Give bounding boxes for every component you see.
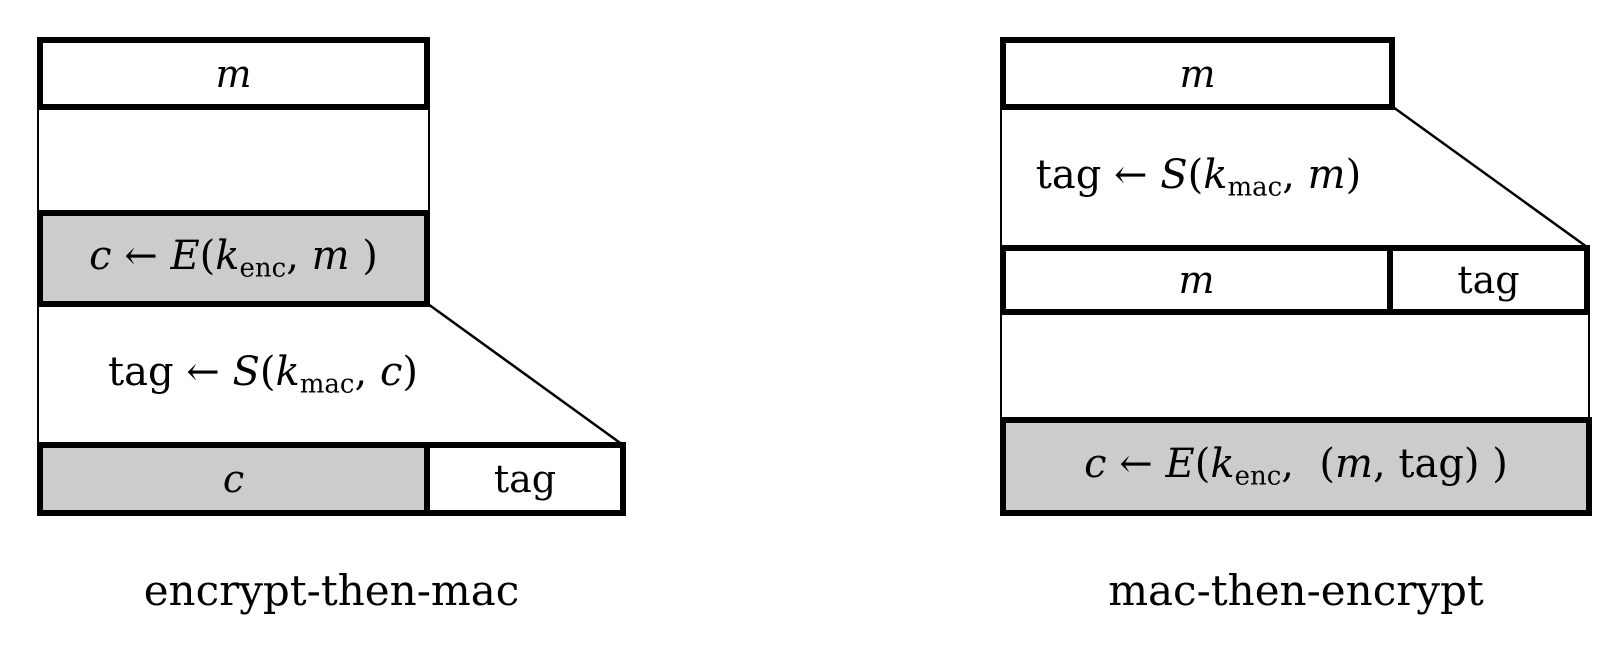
etm-ciphertext-to-tag-diagonal: [427, 302, 624, 447]
etm-mac-formula: tag ← S(kmac, c): [108, 348, 418, 400]
etm-ciphertext-label: c: [222, 457, 245, 501]
mte-message-box: m: [1000, 37, 1395, 110]
mte-mac-formula-region: tag ← S(kmac, m): [1000, 110, 1395, 245]
mte-row-message-label: m: [1178, 258, 1215, 302]
etm-tag-cell: tag: [430, 448, 620, 510]
mte-message-tag-row: m tag: [1000, 245, 1590, 315]
mte-encrypt-formula-box: c ← E(kenc, (m, tag) ): [1000, 417, 1592, 516]
mte-caption: mac-then-encrypt: [1108, 566, 1484, 615]
mte-row-message-cell: m: [1006, 251, 1393, 309]
etm-spacer-region: [37, 110, 430, 210]
mte-message-to-tag-diagonal: [1392, 105, 1588, 249]
mte-row-tag-label: tag: [1457, 258, 1520, 302]
etm-output-row: c tag: [37, 442, 626, 516]
mte-row-tag-cell: tag: [1393, 251, 1584, 309]
mte-mac-formula: tag ← S(kmac, m): [1035, 151, 1362, 203]
etm-mac-formula-region: tag ← S(kmac, c): [37, 307, 437, 442]
etm-encrypt-formula-box: c ← E(kenc, m ): [37, 210, 430, 307]
mte-encrypt-formula: c ← E(kenc, (m, tag) ): [1084, 440, 1508, 492]
etm-caption: encrypt-then-mac: [143, 566, 520, 615]
etm-message-label: m: [215, 51, 252, 96]
mte-message-label: m: [1179, 51, 1216, 96]
etm-encrypt-formula: c ← E(kenc, m ): [89, 232, 378, 284]
etm-tag-label: tag: [493, 457, 557, 501]
etm-message-box: m: [37, 37, 430, 110]
mte-spacer-region: [1000, 315, 1590, 417]
etm-ciphertext-cell: c: [43, 448, 430, 510]
